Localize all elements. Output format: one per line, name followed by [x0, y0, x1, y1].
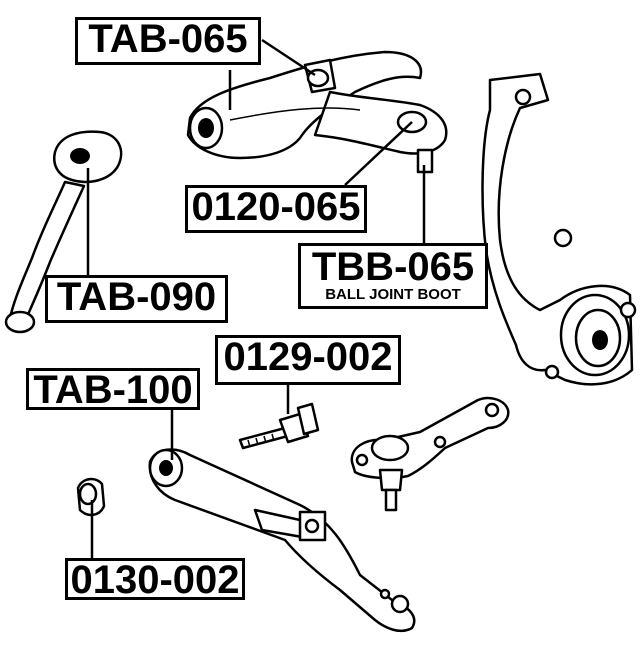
label-0129-002: 0129-002 — [215, 335, 401, 385]
label-tab-090: TAB-090 — [45, 275, 228, 323]
steering-knuckle — [481, 72, 637, 386]
ball-joint — [350, 396, 510, 512]
stabilizer-link — [4, 130, 123, 334]
label-0120-065: 0120-065 — [185, 185, 367, 233]
adjusting-bolt — [238, 402, 320, 450]
small-bushing — [76, 477, 106, 517]
label-tbb-065: TBB-065 — [311, 245, 475, 289]
label-ball-joint-boot: BALL JOINT BOOT — [325, 286, 461, 303]
lower-control-arm — [148, 448, 416, 633]
label-tab-100: TAB-100 — [26, 368, 200, 410]
upper-control-arm — [186, 50, 448, 174]
label-0130-002: 0130-002 — [65, 558, 245, 600]
leader-lines — [86, 38, 426, 560]
label-tbb-065-box: TBB-065 BALL JOINT BOOT — [298, 243, 488, 309]
label-tab-065: TAB-065 — [75, 17, 261, 65]
